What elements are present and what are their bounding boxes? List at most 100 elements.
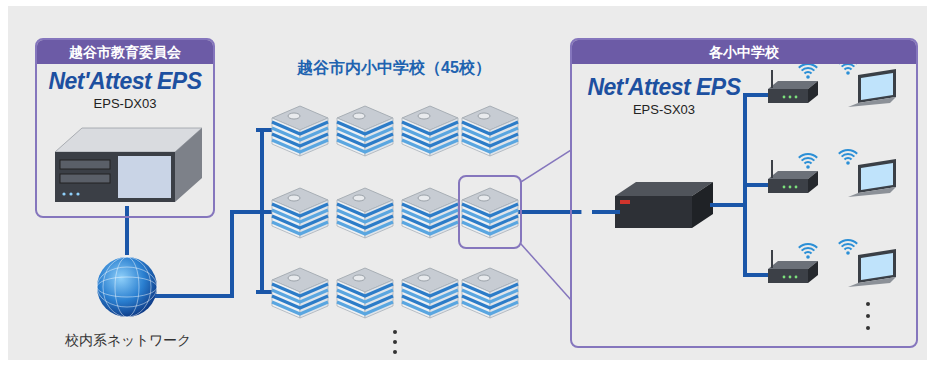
server-panel [118, 156, 171, 198]
globe-body [97, 257, 157, 317]
access-point [768, 251, 818, 283]
wifi-arc [844, 248, 851, 249]
school-building [272, 188, 328, 238]
building-stripe [337, 302, 393, 314]
globe-line [115, 257, 139, 317]
wifi-dot [806, 165, 810, 169]
laptop [848, 249, 896, 287]
wifi-dot [846, 71, 850, 75]
ap-lamp [783, 186, 786, 189]
device-wire [594, 210, 618, 214]
server-node: Net'Attest EPSEPS-DX03 [37, 64, 213, 206]
server-side [175, 128, 202, 202]
product-logo: Net'Attest EPS [587, 74, 740, 101]
model-name: EPS-SX03 [633, 102, 695, 117]
access-point [768, 161, 818, 193]
wifi-dot [806, 75, 810, 79]
wifi-symbol [839, 240, 857, 255]
callout-line [521, 150, 571, 182]
ap-lamp [789, 276, 792, 279]
wifi-dot [806, 255, 810, 259]
school-box: 各小中学校Net'Attest EPSEPS-SX03 [570, 38, 918, 348]
school-building [337, 106, 393, 156]
building-stripe [462, 140, 518, 152]
server-front [55, 152, 175, 202]
network-node: 校内系ネットワーク [55, 255, 200, 352]
ap-lamp [783, 96, 786, 99]
building-stripe [402, 302, 458, 314]
device-wire [712, 203, 745, 207]
wifi-arc [799, 154, 817, 158]
wifi-arc [844, 158, 851, 159]
network-label: 校内系ネットワーク [65, 332, 191, 350]
school-building [462, 188, 518, 238]
ap-front [768, 269, 808, 283]
ap-antenna [771, 251, 773, 267]
ap-branch [745, 273, 768, 277]
school-building [402, 106, 458, 156]
wifi-arc [799, 244, 817, 248]
laptop-lid [858, 69, 896, 103]
ap-side [808, 261, 818, 283]
continuation-dot [866, 302, 870, 306]
school-group: 越谷市内小中学校（45校） [258, 56, 530, 362]
ap-antenna [771, 71, 773, 87]
school-building [462, 106, 518, 156]
wifi-arc [839, 240, 857, 244]
building-stripe [337, 140, 393, 152]
wifi-arc [842, 244, 855, 247]
ap-side [808, 81, 818, 103]
device-badge [620, 200, 630, 204]
school-building [272, 106, 328, 156]
wifi-dot [846, 161, 850, 165]
wifi-symbol [839, 150, 857, 165]
ap-lamp [783, 276, 786, 279]
roof-unit [478, 275, 490, 281]
wifi-arc [799, 64, 817, 68]
wifi-arc [839, 150, 857, 154]
ap-antenna [771, 161, 773, 177]
building-stripe [402, 222, 458, 234]
ap-front [768, 179, 808, 193]
network-link [200, 212, 258, 296]
drive-bay [60, 160, 110, 169]
wifi-arc [802, 248, 815, 251]
ap-lamp [789, 96, 792, 99]
laptop-screen [861, 73, 893, 100]
building-stripe [337, 222, 393, 234]
wifi-dot [846, 251, 850, 255]
ap-lamp [795, 96, 798, 99]
drive-bay [60, 174, 110, 183]
wifi-arc [842, 154, 855, 157]
wifi-symbol [799, 154, 817, 169]
continuation-dot [393, 350, 397, 354]
network-globe [97, 257, 157, 317]
roof-unit [353, 113, 365, 119]
wifi-symbol [799, 244, 817, 259]
ap-side [808, 171, 818, 193]
school-building [462, 268, 518, 318]
globe-line [97, 277, 157, 297]
laptop-lid [858, 159, 896, 193]
ap-lamp [795, 276, 798, 279]
device-node: Net'Attest EPSEPS-SX03 [581, 70, 746, 268]
school-building [337, 268, 393, 318]
highlight-frame [459, 176, 521, 248]
status-lamp [62, 192, 65, 195]
laptop-base [848, 277, 896, 287]
wifi-arc [842, 64, 855, 67]
school-building [337, 188, 393, 238]
roof-unit [418, 275, 430, 281]
school-building [402, 268, 458, 318]
roof-unit [288, 113, 300, 119]
laptop-base [848, 187, 896, 197]
school-building [272, 268, 328, 318]
continuation-dot [393, 340, 397, 344]
model-name: EPS-DX03 [94, 96, 157, 111]
ap-lamp [795, 186, 798, 189]
roof-unit [418, 195, 430, 201]
network-link [125, 206, 129, 255]
roof-unit [353, 275, 365, 281]
